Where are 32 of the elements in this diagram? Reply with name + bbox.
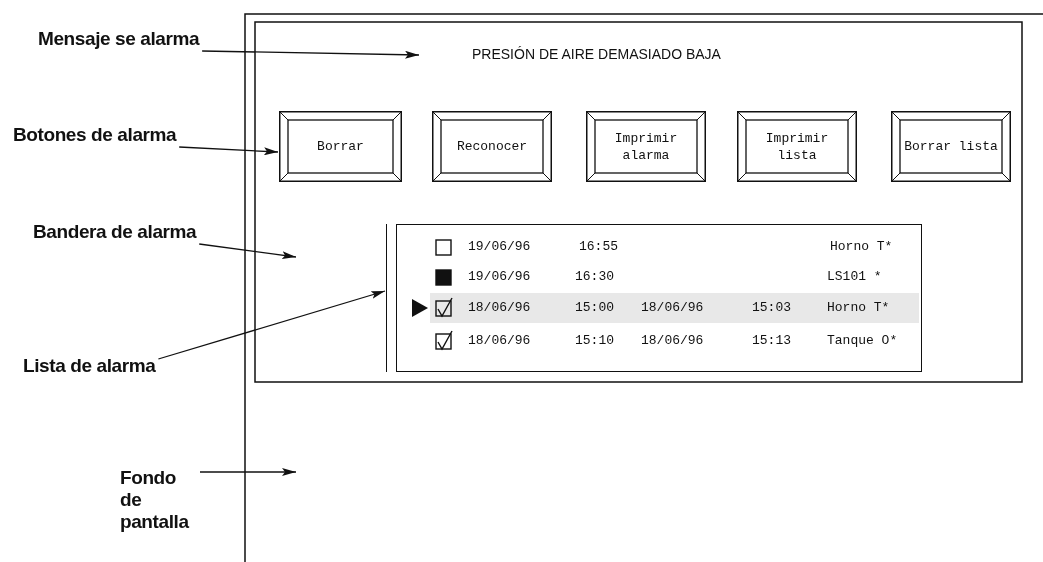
list-cell: 15:00 — [575, 300, 614, 316]
list-cell: 18/06/96 — [468, 333, 531, 349]
arrow — [178, 146, 279, 156]
list-cell: 19/06/96 — [468, 269, 531, 285]
arrow — [157, 290, 386, 360]
callout-text: Lista de alarma — [23, 340, 217, 380]
alarm-button: Reconocer — [432, 111, 552, 182]
list-cell: 18/06/96 — [641, 300, 704, 316]
arrow — [198, 243, 297, 260]
list-cell: Horno T* — [827, 300, 890, 316]
alarm-button: Imprimir alarma — [586, 111, 706, 182]
alarm-button: Imprimir lista — [737, 111, 857, 182]
list-cell: 16:30 — [575, 269, 614, 285]
list-cell: 15:03 — [752, 300, 791, 316]
list-cell: 18/06/96 — [468, 300, 531, 316]
list-cell: Tanque O* — [827, 333, 898, 349]
list-cell: 15:13 — [752, 333, 791, 349]
list-cell: Horno T* — [830, 239, 893, 255]
list-cell: LS101 * — [827, 269, 882, 285]
alarm-message: PRESIÓN DE AIRE DEMASIADO BAJA — [420, 44, 840, 64]
list-cell: 16:55 — [579, 239, 618, 255]
arrow — [201, 50, 420, 59]
list-cell: 19/06/96 — [468, 239, 531, 255]
alarm-button: Borrar lista — [891, 111, 1011, 182]
list-cell: 15:10 — [575, 333, 614, 349]
callout-text: Fondo de pantalla — [120, 467, 196, 533]
list-cell: 18/06/96 — [641, 333, 704, 349]
arrow — [199, 468, 297, 476]
callout-text: Botones de alarma — [13, 124, 193, 146]
alarm-button: Borrar — [279, 111, 402, 182]
callout-text: Mensaje se alarma — [38, 28, 218, 50]
callout-text: Bandera de alarma — [33, 221, 217, 261]
